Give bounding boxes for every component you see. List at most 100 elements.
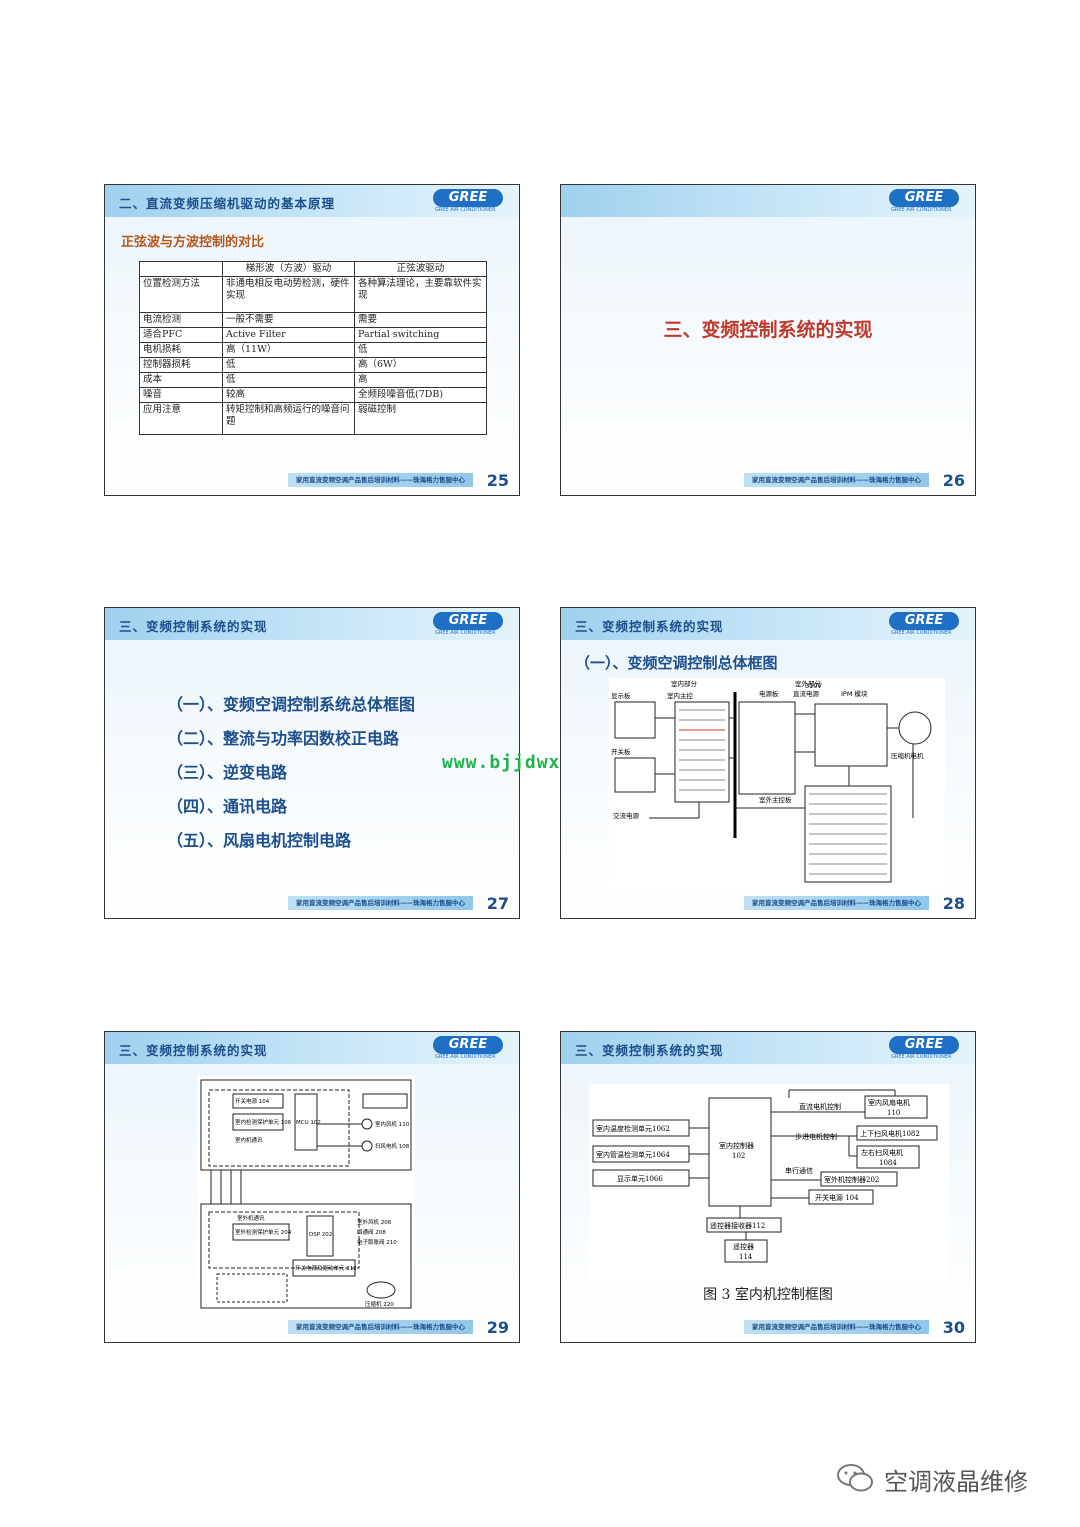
outdoor-ctrl-box	[804, 785, 892, 883]
label-display: 显示板	[611, 691, 631, 700]
slide-subtitle: （一）、变频空调控制总体框图	[575, 654, 778, 672]
label-drive: 开关电源及驱动单元 212	[295, 1264, 357, 1272]
page-number: 26	[942, 471, 965, 490]
table-cell: 高（11W）	[222, 342, 355, 358]
gree-logo-mark: GREE	[889, 612, 959, 630]
label-ac-power: 交流电源	[613, 811, 640, 820]
label-receiver: 遥控器接收器112	[710, 1221, 765, 1230]
footer-caption: 家用直流变频空调产品售后培训材料——珠海格力售服中心	[744, 473, 929, 487]
slide-25: 二、直流变频压缩机驱动的基本原理 GREE GREE AIR CONDITION…	[104, 184, 520, 496]
label-power: 开关电源 104	[815, 1193, 859, 1202]
label-indoor-main: 室内主控	[667, 691, 694, 700]
label-sw-power: 开关电源 104	[235, 1097, 270, 1105]
outdoor-board	[200, 1203, 412, 1309]
brand-name: 空调液晶维修	[884, 1468, 1028, 1496]
table-cell: 位置检测方法	[139, 276, 223, 313]
label-dc-ctrl: 直流电机控制	[799, 1102, 841, 1111]
compressor-icon	[366, 1281, 396, 1299]
label-fan: 室内风扇电机	[868, 1098, 910, 1107]
table-header-cell: 正弦波驱动	[354, 261, 487, 277]
slide-header: 二、直流变频压缩机驱动的基本原理 GREE GREE AIR CONDITION…	[105, 185, 519, 217]
label-eev: 电子膨胀阀 210	[357, 1238, 397, 1246]
power-board-box	[738, 701, 796, 795]
table-header-row: 梯形波（方波）驱动 正弦波驱动	[139, 261, 487, 277]
fan-box	[864, 1095, 928, 1119]
label-serial: 串行通信	[785, 1166, 813, 1175]
label-indoor-fan: 室内风机 110	[375, 1120, 410, 1128]
label-ipm: IPM 模块	[841, 689, 868, 698]
gree-logo-sub: GREE AIR CONDITIONER	[891, 1054, 952, 1060]
table-row: 电机损耗 高（11W） 低	[139, 342, 487, 358]
slide-27: 三、变频控制系统的实现 GREE GREE AIR CONDITIONER （一…	[104, 607, 520, 919]
table-cell: 各种算法理论，主要靠软件实现	[354, 276, 487, 313]
label-controller-no: 102	[732, 1152, 745, 1160]
gree-logo-sub: GREE AIR CONDITIONER	[435, 630, 496, 636]
circuit-diagram: MCU 102 开关电源 104 室内检测保护单元 106 室内机通讯 室内风机…	[197, 1076, 415, 1312]
label-indoor: 室内部分	[671, 679, 698, 688]
label-power-board: 电源板	[759, 689, 779, 698]
gree-logo: GREE GREE AIR CONDITIONER	[889, 189, 963, 213]
page-number: 28	[942, 894, 965, 913]
indoor-main-box	[674, 701, 730, 803]
table-cell: 全频段噪音低(7DB)	[354, 387, 487, 403]
table-cell: 转矩控制和高频运行的噪音问题	[222, 402, 355, 435]
gree-logo-sub: GREE AIR CONDITIONER	[891, 630, 952, 636]
table-header-cell: 梯形波（方波）驱动	[222, 261, 355, 277]
gree-logo-mark: GREE	[889, 189, 959, 207]
mcu-box	[294, 1093, 318, 1151]
page-number: 27	[486, 894, 509, 913]
gree-logo-sub: GREE AIR CONDITIONER	[435, 207, 496, 213]
slide-header: 三、变频控制系统的实现 GREE GREE AIR CONDITIONER	[105, 608, 519, 640]
label-outdoor: 室外部分	[795, 679, 822, 688]
gree-logo-sub: GREE AIR CONDITIONER	[435, 1054, 496, 1060]
table-cell: 电机损耗	[139, 342, 223, 358]
dsp-box	[306, 1215, 334, 1257]
footer-caption: 家用直流变频空调产品售后培训材料——珠海格力售服中心	[288, 896, 473, 910]
gree-logo-mark: GREE	[433, 612, 503, 630]
page-number: 29	[486, 1318, 509, 1337]
indoor-control-diagram: 室内控制器 102 室内温度检测单元1062 室内管温检测单元1064 显示单元…	[589, 1084, 949, 1280]
label-switch-board: 开关板	[611, 747, 631, 756]
toc-item: （二）、整流与功率因数校正电路	[167, 729, 400, 748]
label-swing: 扫风电机 108	[375, 1142, 410, 1150]
label-remote: 遥控器	[733, 1242, 754, 1251]
label-temp: 室内温度检测单元1062	[596, 1124, 670, 1133]
slide-header: 三、变频控制系统的实现 GREE GREE AIR CONDITIONER	[561, 1032, 975, 1064]
slide-header-title: 三、变频控制系统的实现	[575, 619, 724, 634]
footer-caption: 家用直流变频空调产品售后培训材料——珠海格力售服中心	[288, 473, 473, 487]
switch-board-box	[614, 757, 656, 793]
table-cell: 高	[354, 372, 487, 388]
table-cell: 低	[222, 372, 355, 388]
footer-caption: 家用直流变频空调产品售后培训材料——珠海格力售服中心	[744, 1320, 929, 1334]
table-header-cell	[139, 261, 223, 277]
table-cell: 需要	[354, 312, 487, 328]
table-cell: 适合PFC	[139, 327, 223, 343]
toc-item: （四）、通讯电路	[167, 797, 288, 816]
table-cell: Active Filter	[222, 327, 355, 343]
page-number: 25	[486, 471, 509, 490]
table-cell: Partial switching	[354, 327, 487, 343]
table-cell: 噪音	[139, 387, 223, 403]
gree-logo: GREE GREE AIR CONDITIONER	[433, 612, 507, 636]
toc-item: （一）、变频空调控制系统总体框图	[167, 695, 416, 714]
table-cell: 成本	[139, 372, 223, 388]
slide-header-title: 三、变频控制系统的实现	[575, 1043, 724, 1058]
slide-28: 三、变频控制系统的实现 GREE GREE AIR CONDITIONER （一…	[560, 607, 976, 919]
table-of-contents: （一）、变频空调控制系统总体框图 （二）、整流与功率因数校正电路 （三）、逆变电…	[167, 688, 415, 858]
label-310v: 310V	[805, 682, 822, 690]
gree-logo: GREE GREE AIR CONDITIONER	[889, 612, 963, 636]
table-cell: 非通电相反电动势检测，硬件实现	[222, 276, 355, 313]
table-cell: 应用注意	[139, 402, 223, 435]
indoor-board	[200, 1079, 412, 1171]
label-compressor: 压缩机 220	[365, 1300, 394, 1308]
figure-caption: 图 3 室内机控制框图	[703, 1287, 833, 1303]
receiver-box	[362, 1093, 408, 1109]
toc-item: （三）、逆变电路	[167, 763, 288, 782]
label-comm-out: 室外机通讯	[237, 1214, 265, 1222]
slide-26: GREE GREE AIR CONDITIONER 三、变频控制系统的实现 家用…	[560, 184, 976, 496]
gree-logo-mark: GREE	[889, 1036, 959, 1054]
table-row: 成本 低 高	[139, 372, 487, 388]
wechat-icon	[837, 1464, 873, 1492]
slide-header: 三、变频控制系统的实现 GREE GREE AIR CONDITIONER	[561, 608, 975, 640]
table-row: 应用注意 转矩控制和高频运行的噪音问题 弱磁控制	[139, 402, 487, 435]
